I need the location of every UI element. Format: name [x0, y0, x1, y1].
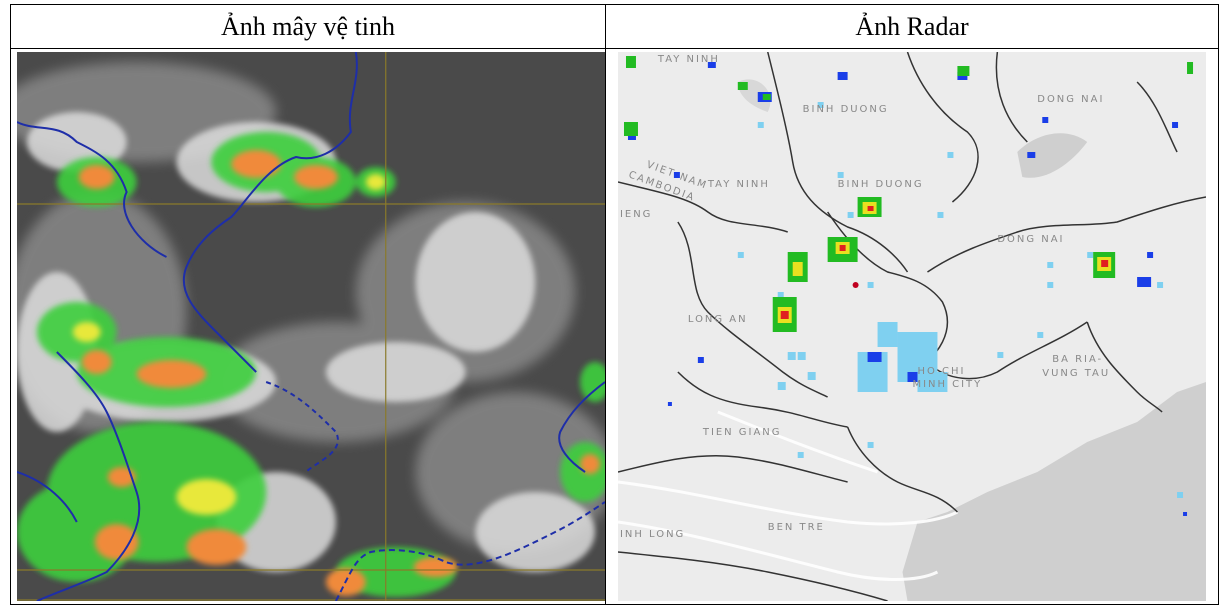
map-label-ieng: IENG [620, 209, 652, 220]
map-label-dong-nai: DONG NAI [997, 234, 1064, 245]
satellite-cloud-image [17, 52, 605, 601]
map-label-tay-ninh: TAY NINH [707, 179, 770, 190]
map-label-ben-tre: BEN TRE [768, 522, 825, 533]
map-label-dong-nai-top: DONG NAI [1037, 94, 1104, 105]
radar-map: TAY NINH BINH DUONG DONG NAI VIET NAM CA… [618, 52, 1206, 601]
map-label-tien-giang: TIEN GIANG [702, 427, 782, 438]
map-label-binh-duong-top: BINH DUONG [803, 104, 889, 115]
map-label-minh-city: MINH CITY [912, 379, 982, 390]
map-label-vung-tau: VUNG TAU [1042, 368, 1110, 379]
radar-cell: TAY NINH BINH DUONG DONG NAI VIET NAM CA… [605, 48, 1219, 605]
satellite-image [17, 52, 605, 601]
map-label-ho-chi: HO CHI [917, 366, 965, 377]
satellite-cell [10, 48, 606, 605]
header-radar: Ảnh Radar [605, 4, 1219, 49]
map-label-long-an: LONG AN [688, 314, 748, 325]
radar-image: TAY NINH BINH DUONG DONG NAI VIET NAM CA… [618, 52, 1206, 601]
map-label-binh-duong: BINH DUONG [838, 179, 924, 190]
map-label-tay-ninh-top: TAY NINH [657, 54, 720, 65]
map-label-vinh-long: INH LONG [620, 529, 685, 540]
header-row: Ảnh mây vệ tinh Ảnh Radar [10, 4, 1219, 49]
image-row: TAY NINH BINH DUONG DONG NAI VIET NAM CA… [10, 48, 1219, 605]
map-label-ba-ria: BA RIA- [1052, 354, 1103, 365]
image-comparison-table: Ảnh mây vệ tinh Ảnh Radar [10, 4, 1219, 605]
header-satellite: Ảnh mây vệ tinh [10, 4, 606, 49]
